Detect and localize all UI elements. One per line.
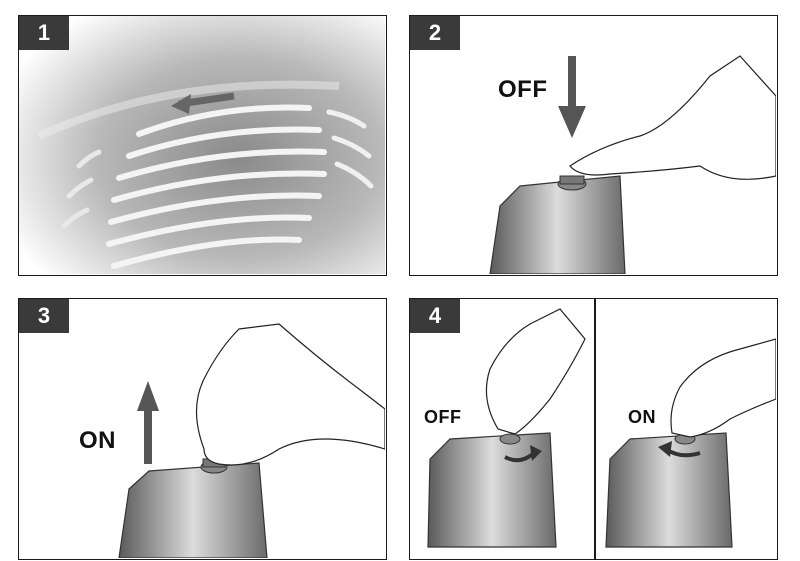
hand-icon [670,338,776,438]
press-illustration [489,55,776,274]
step-1-panel: 1 [18,15,387,276]
step-3-panel: 3 ON [18,298,387,560]
grille-illustration [19,16,385,274]
hand-icon [569,55,776,180]
on-label: ON [79,427,116,454]
arrow-up-icon [137,381,159,464]
hand-icon [485,308,586,435]
step-number-badge: 1 [19,16,69,50]
step-number-badge: 3 [19,299,69,333]
rotate-counterclockwise-icon [658,441,701,458]
off-label: OFF [424,407,462,427]
twist-illustration [427,308,776,548]
step-4-panel: 4 OFF ON [409,298,778,560]
panel-divider [594,299,596,559]
off-label: OFF [498,76,548,103]
step-number-badge: 2 [410,16,460,50]
hand-icon [195,323,385,466]
arrow-down-icon [558,56,586,138]
pull-illustration [118,323,385,558]
rotate-clockwise-icon [504,445,542,463]
step-2-panel: 2 OFF [409,15,778,276]
step-number-badge: 4 [410,299,460,333]
on-label: ON [628,407,656,427]
arrow-left-icon [171,92,235,114]
